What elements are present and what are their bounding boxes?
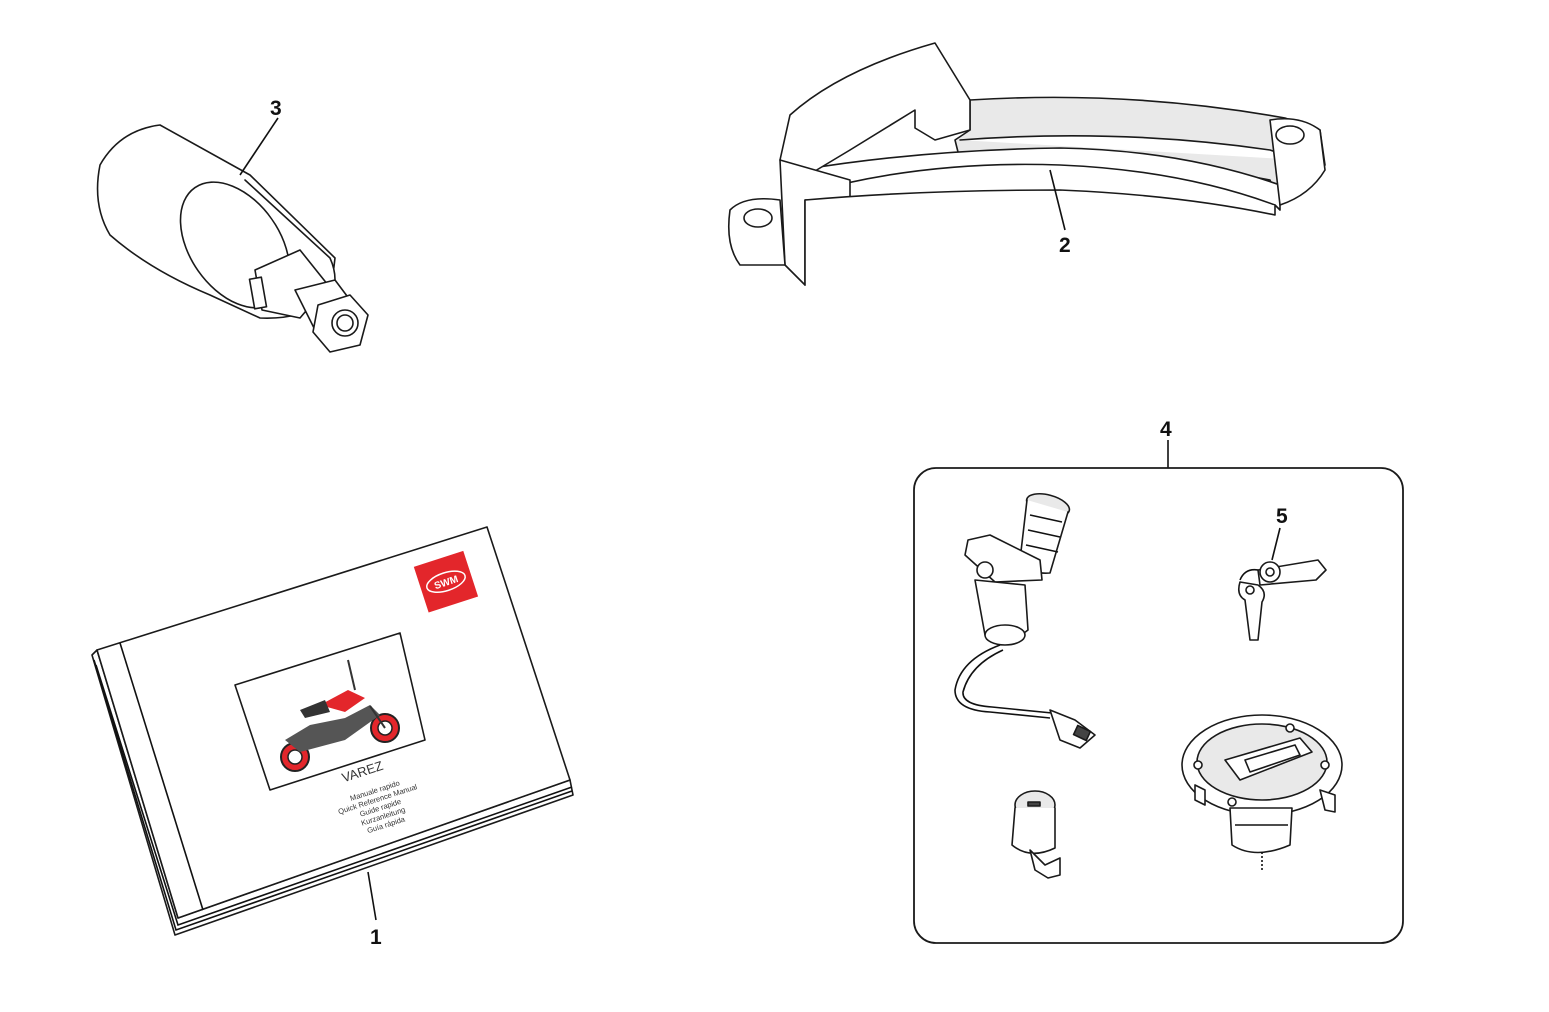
fuel-cap: [1181, 714, 1343, 870]
seat-lock: [1011, 790, 1061, 879]
callout-1: 1: [370, 926, 382, 949]
callout-5: 5: [1276, 505, 1288, 528]
lock-set-frame: [913, 467, 1404, 944]
ignition-switch: [954, 492, 1096, 749]
part-1-manual: SWM VAREZ Manuale rapido Quick Reference…: [91, 526, 574, 949]
part-3-socket-tool: 3: [96, 97, 369, 353]
part-2-curved-bracket: 2: [727, 42, 1326, 286]
callout-3: 3: [270, 97, 282, 120]
brand-logo: SWM: [413, 550, 479, 613]
callout-2: 2: [1059, 234, 1071, 257]
keys: 5: [1238, 505, 1327, 641]
callout-4: 4: [1160, 418, 1172, 441]
motorcycle-illustration: [280, 659, 400, 772]
part-4-lock-set: 4 5: [913, 418, 1404, 944]
